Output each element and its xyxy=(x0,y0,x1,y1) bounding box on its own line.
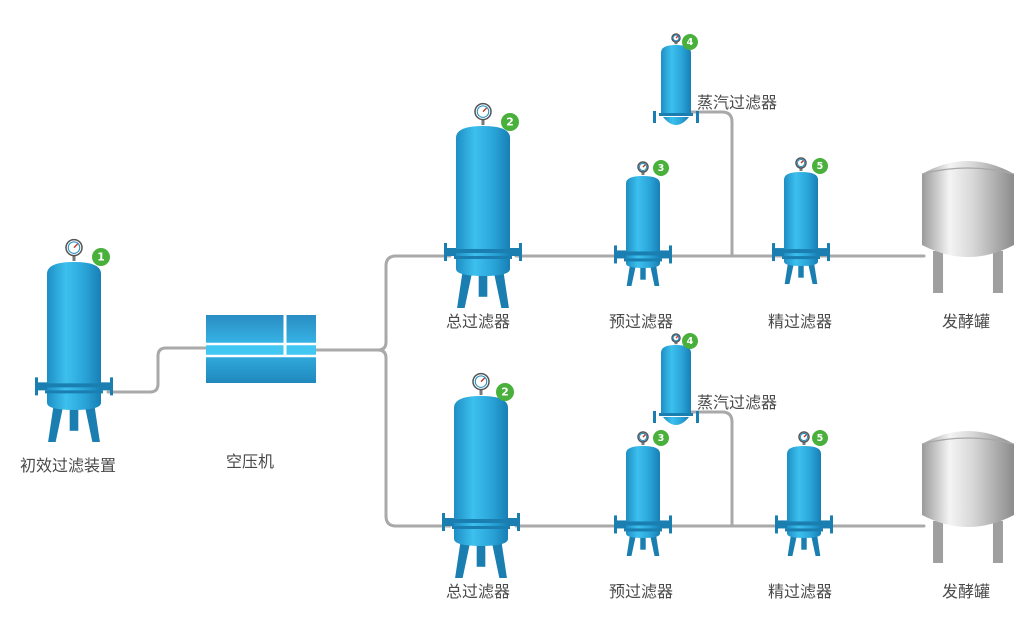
bottom-pre-filter-label: 预过滤器 xyxy=(609,582,674,601)
pipe-segment xyxy=(376,348,452,528)
primary-filter-vessel xyxy=(35,238,113,442)
pipe-segment xyxy=(314,254,452,352)
pressure-gauge-icon xyxy=(474,102,492,125)
top-steam-filter-badge: 4 xyxy=(682,34,698,50)
top-fermenter-label: 发酵罐 xyxy=(942,312,991,331)
air-compressor xyxy=(206,315,316,383)
top-pre-filter-label: 预过滤器 xyxy=(609,312,674,331)
top-pre-filter-vessel xyxy=(614,161,672,286)
bottom-steam-filter-badge: 4 xyxy=(682,333,698,349)
pressure-gauge-icon xyxy=(472,372,490,395)
top-main-filter-vessel xyxy=(444,102,522,308)
top-fine-filter-badge: 5 xyxy=(812,158,828,174)
pressure-gauge-icon xyxy=(65,238,83,261)
bottom-steam-filter-vessel xyxy=(653,333,699,425)
pipe-network xyxy=(106,110,926,528)
pressure-gauge-icon xyxy=(637,161,649,175)
bottom-fine-filter-label: 精过滤器 xyxy=(768,582,833,601)
svg-text:2: 2 xyxy=(506,116,514,129)
bottom-fermenter-label: 发酵罐 xyxy=(942,582,991,601)
pipe-segment xyxy=(688,410,734,528)
svg-text:4: 4 xyxy=(687,336,694,347)
pipe-segment xyxy=(688,110,734,258)
primary-filter-label: 初效过滤装置 xyxy=(20,456,117,475)
pressure-gauge-icon xyxy=(798,431,810,445)
bottom-steam-filter-label: 蒸汽过滤器 xyxy=(697,393,778,412)
svg-text:5: 5 xyxy=(817,161,824,172)
primary-filter-badge: 1 xyxy=(92,248,110,266)
svg-text:3: 3 xyxy=(658,163,665,174)
bottom-pre-filter-vessel xyxy=(614,431,672,556)
svg-text:3: 3 xyxy=(658,433,665,444)
bottom-fine-filter-badge: 5 xyxy=(812,430,828,446)
bottom-fermenter-tank xyxy=(921,431,1015,563)
svg-text:5: 5 xyxy=(817,433,824,444)
pressure-gauge-icon xyxy=(795,157,807,171)
bottom-fine-filter-vessel xyxy=(775,431,833,556)
svg-text:2: 2 xyxy=(501,386,509,399)
top-main-filter-badge: 2 xyxy=(501,113,519,131)
svg-text:1: 1 xyxy=(97,251,105,264)
top-steam-filter-vessel xyxy=(653,33,699,125)
top-fine-filter-vessel xyxy=(772,157,830,284)
pipe-segment xyxy=(106,346,208,394)
svg-text:4: 4 xyxy=(687,37,694,48)
top-steam-filter-label: 蒸汽过滤器 xyxy=(697,93,778,112)
pressure-gauge-icon xyxy=(671,333,681,345)
bottom-main-filter-vessel xyxy=(442,372,520,578)
pressure-gauge-icon xyxy=(671,33,681,45)
top-fermenter-tank xyxy=(921,161,1015,293)
bottom-main-filter-badge: 2 xyxy=(496,383,514,401)
top-pre-filter-badge: 3 xyxy=(653,160,669,176)
compressor-label: 空压机 xyxy=(226,452,275,471)
top-fine-filter-label: 精过滤器 xyxy=(768,312,833,331)
bottom-main-filter-label: 总过滤器 xyxy=(446,582,511,601)
bottom-pre-filter-badge: 3 xyxy=(653,430,669,446)
pressure-gauge-icon xyxy=(637,431,649,445)
top-main-filter-label: 总过滤器 xyxy=(446,312,511,331)
